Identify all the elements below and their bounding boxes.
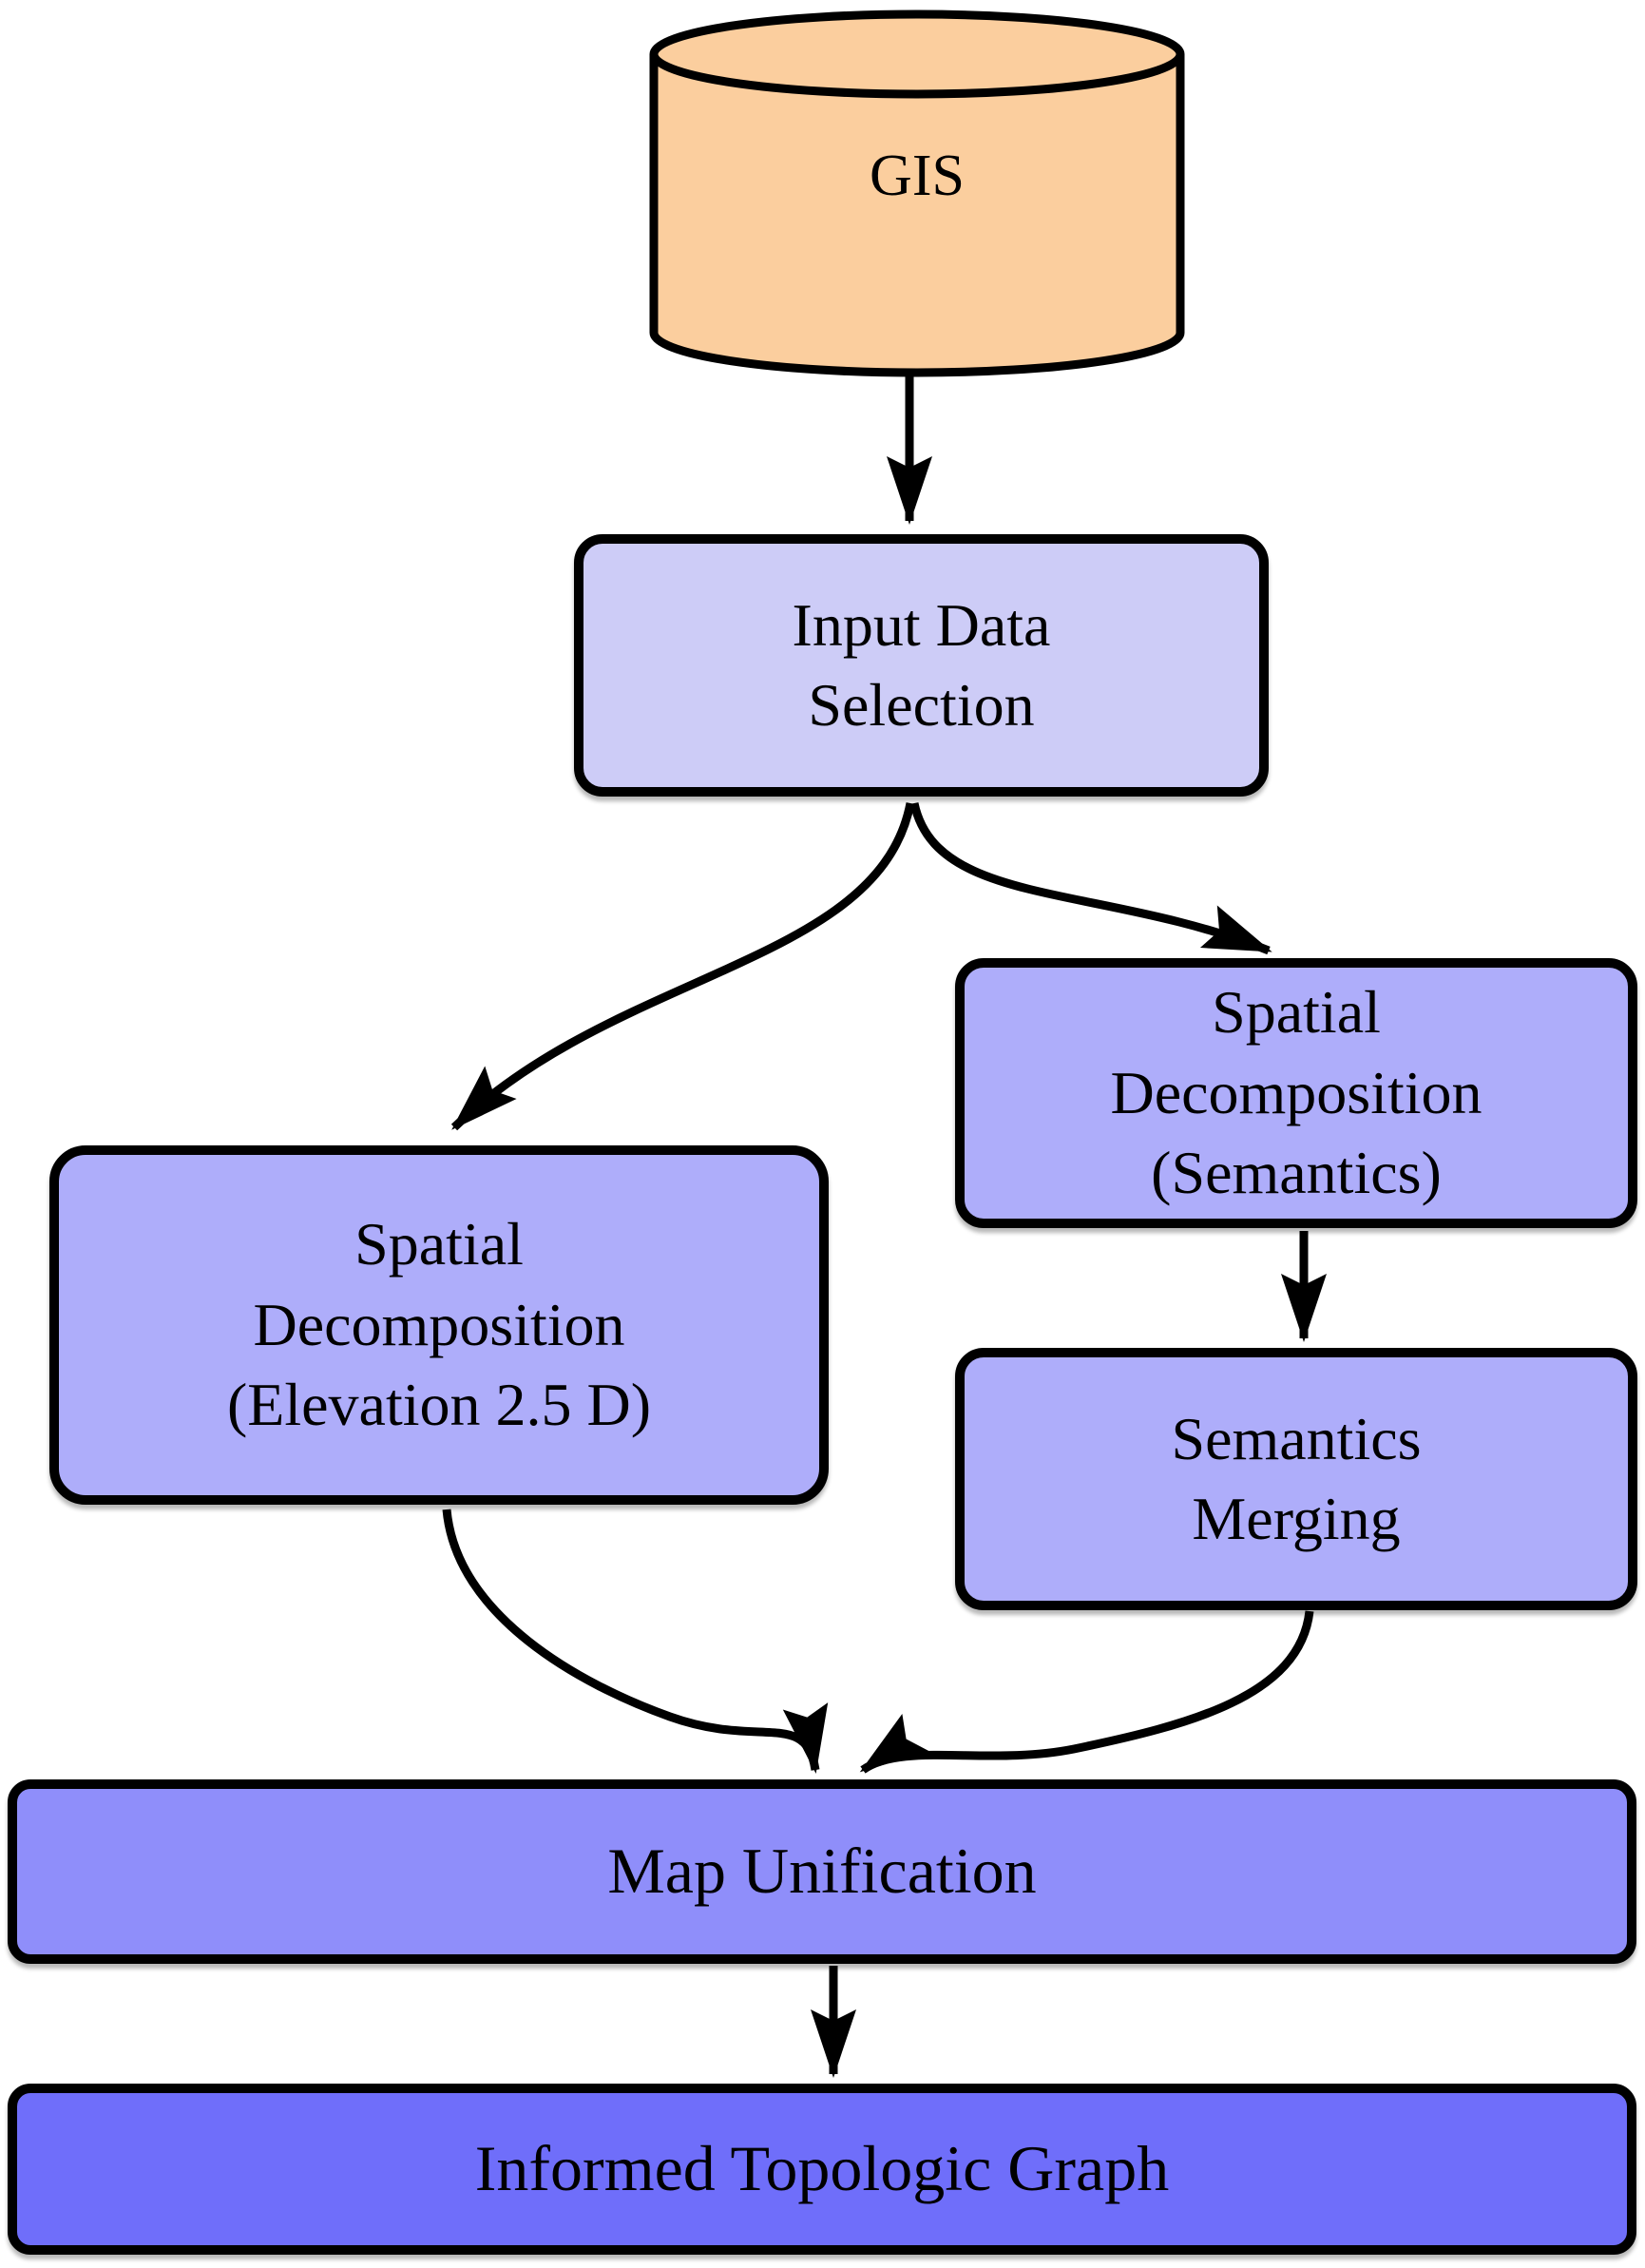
node-semantics-merging: Semantics Merging <box>955 1348 1637 1610</box>
node-gis-label: GIS <box>870 144 965 208</box>
edge-input-to-semantics-arrow <box>909 802 1272 955</box>
node-semantics-merging-label: Semantics Merging <box>1171 1404 1422 1552</box>
node-spatial-decomposition-elevation: Spatial Decomposition (Elevation 2.5 D) <box>49 1145 829 1505</box>
edge-merging-to-map-arrow <box>859 1610 1314 1774</box>
node-informed-topologic-graph: Informed Topologic Graph <box>8 2084 1636 2255</box>
edge-input-to-elevation-arrow <box>450 802 915 1131</box>
node-spatial-decomposition-semantics: Spatial Decomposition (Semantics) <box>955 958 1637 1228</box>
node-map-unification: Map Unification <box>8 1779 1636 1964</box>
node-map-unification-label: Map Unification <box>607 1835 1037 1908</box>
node-spatial-decomposition-semantics-label: Spatial Decomposition (Semantics) <box>1110 978 1482 1207</box>
gis-cylinder <box>649 10 1185 377</box>
edge-elevation-to-map-arrow <box>442 1509 829 1774</box>
node-spatial-decomposition-elevation-label: Spatial Decomposition (Elevation 2.5 D) <box>226 1210 652 1439</box>
node-input-data-selection-label: Input Data Selection <box>792 590 1051 739</box>
node-informed-topologic-graph-label: Informed Topologic Graph <box>474 2132 1170 2205</box>
node-input-data-selection: Input Data Selection <box>574 534 1269 797</box>
